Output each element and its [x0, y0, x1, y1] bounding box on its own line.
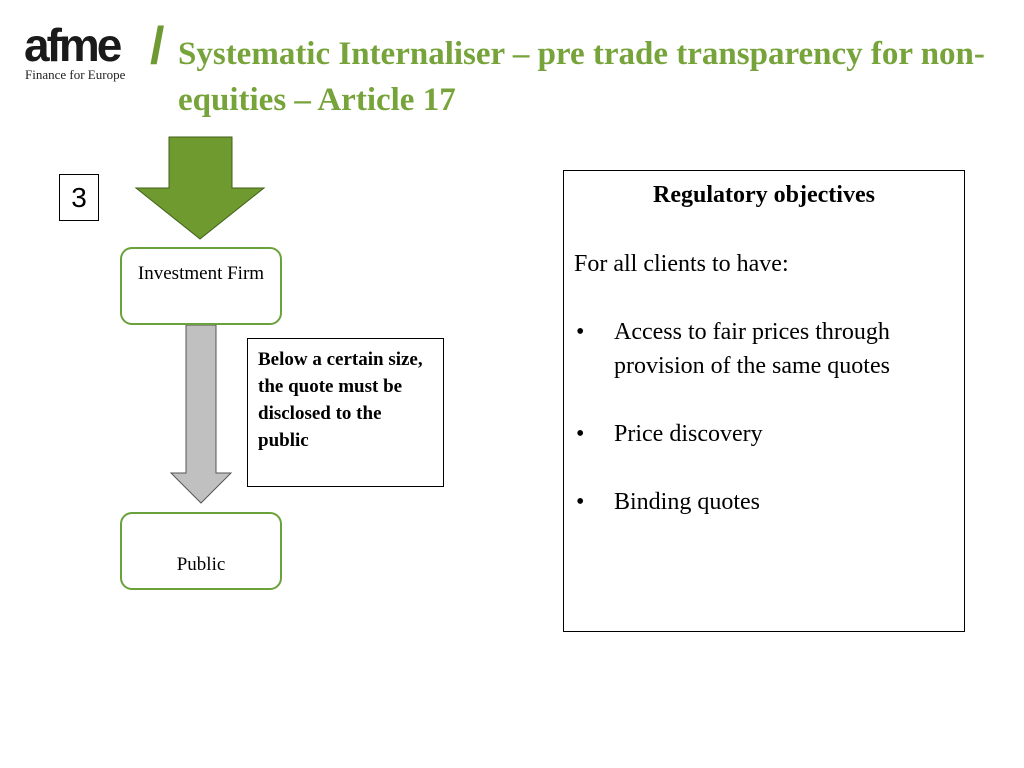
objective-text: Price discovery: [614, 421, 763, 447]
step-number-badge: 3: [59, 174, 99, 221]
bullet-point: •: [576, 421, 585, 447]
logo-tagline: Finance for Europe: [25, 67, 126, 82]
objectives-list: • Access to fair prices through provisio…: [574, 315, 954, 519]
regulatory-objectives-box: Regulatory objectives For all clients to…: [563, 170, 965, 632]
objective-item: • Price discovery: [574, 417, 954, 451]
bullet-point: •: [576, 319, 585, 345]
objective-text: Access to fair prices through provision …: [614, 319, 890, 379]
objective-item: • Binding quotes: [574, 485, 954, 519]
down-arrow-green: [134, 136, 266, 240]
logo-slash: /: [150, 17, 165, 75]
bullet-point: •: [576, 489, 585, 515]
slide-title: Systematic Internaliser – pre trade tran…: [178, 36, 985, 118]
disclosure-note: Below a certain size, the quote must be …: [247, 338, 444, 487]
objective-text: Binding quotes: [614, 489, 761, 515]
objectives-heading: Regulatory objectives: [653, 182, 875, 208]
objectives-intro: For all clients to have:: [574, 251, 789, 277]
investment-firm-node: Investment Firm: [120, 247, 282, 325]
logo-wordmark: afme: [24, 19, 122, 71]
down-arrow-grey: [169, 324, 233, 504]
objective-item: • Access to fair prices through provisio…: [574, 315, 954, 383]
public-node: Public: [120, 512, 282, 590]
afme-logo: afme / Finance for Europe: [22, 17, 182, 92]
